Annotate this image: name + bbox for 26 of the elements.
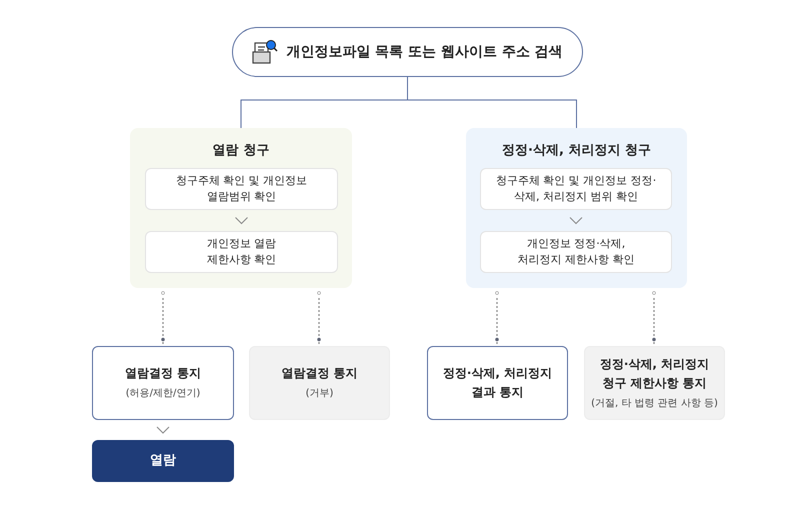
result-title: 정정·삭제, 처리정지 결과 통지 xyxy=(442,364,554,401)
step-text: 개인정보 정정·삭제, 처리정지 제한사항 확인 xyxy=(516,236,636,268)
result-note: (거절, 타 법령 관련 사항 등) xyxy=(591,396,718,411)
final-box xyxy=(92,440,234,482)
start-title: 개인정보파일 목록 또는 웹사이트 주소 검색 xyxy=(286,42,563,62)
step-box xyxy=(145,231,338,273)
step-text: 청구주체 확인 및 개인정보 정정·삭제, 처리정지 범위 확인 xyxy=(494,173,658,205)
start-pill xyxy=(232,27,583,77)
request-panel xyxy=(466,128,687,288)
request-panel xyxy=(130,128,352,288)
step-box xyxy=(480,168,672,210)
panel-title: 정정·삭제, 처리정지 청구 xyxy=(502,142,651,160)
step-text: 청구주체 확인 및 개인정보 열람범위 확인 xyxy=(174,173,308,205)
step-text: 개인정보 열람 제한사항 확인 xyxy=(206,236,278,268)
result-box xyxy=(427,346,568,420)
step-box xyxy=(145,168,338,210)
connector-line xyxy=(240,76,577,128)
result-title: 열람결정 통지 xyxy=(124,365,202,382)
panel-title: 열람 청구 xyxy=(212,142,270,160)
result-box xyxy=(92,346,234,420)
result-title: 열람결정 통지 xyxy=(281,365,358,382)
step-box xyxy=(480,231,672,273)
result-note: (허용/제한/연기) xyxy=(126,387,200,402)
result-title: 정정·삭제, 처리정지 청구 제한사항 통지 xyxy=(598,356,710,392)
final-text: 열람 xyxy=(150,452,176,470)
result-note: (거부) xyxy=(306,387,334,402)
